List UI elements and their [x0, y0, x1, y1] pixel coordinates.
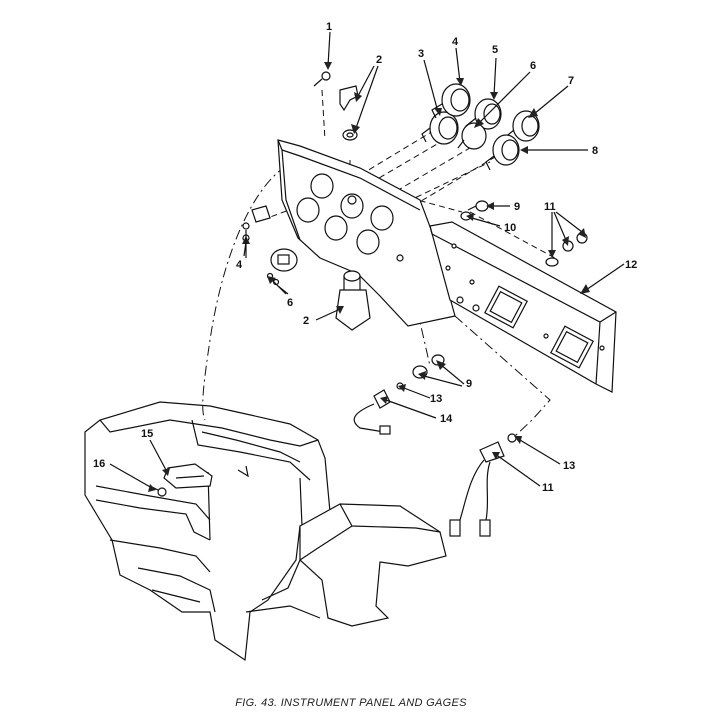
screw-1-icon — [313, 71, 331, 87]
overlay-plate-12 — [429, 221, 617, 393]
callout-12: 12 — [625, 259, 637, 271]
gauge-6-icon — [457, 122, 487, 150]
hardware-parts — [242, 71, 588, 537]
figure-caption: FIG. 43. INSTRUMENT PANEL AND GAGES — [235, 697, 467, 709]
gauge-group — [421, 83, 540, 171]
callout-7: 7 — [568, 75, 574, 87]
callout-1: 1 — [326, 21, 332, 33]
nut-2-icon — [342, 129, 358, 141]
callout-9-lower: 9 — [466, 378, 472, 390]
lamp-9-icon — [467, 200, 489, 212]
callout-14: 14 — [440, 413, 453, 425]
callout-4: 4 — [452, 36, 459, 48]
gauge-4-icon — [431, 83, 471, 119]
callout-15: 15 — [141, 428, 153, 440]
callout-labels: 1 2 3 4 5 6 7 8 9 10 11 12 4 6 2 9 13 14… — [93, 21, 637, 494]
vehicle-body-outline — [84, 401, 447, 662]
callout-13-lower: 13 — [563, 460, 575, 472]
callout-11: 11 — [544, 201, 556, 213]
callout-leaders — [109, 31, 625, 492]
instrument-panel — [277, 139, 456, 327]
callout-11-lower: 11 — [542, 482, 554, 494]
key-2-icon — [339, 85, 359, 112]
callout-10: 10 — [504, 222, 516, 234]
wire-harness-11-icon — [449, 433, 517, 537]
callout-9: 9 — [514, 201, 520, 213]
callout-16: 16 — [93, 458, 105, 470]
callout-6: 6 — [530, 60, 536, 72]
gage-plate-6-icon — [266, 248, 298, 286]
gauge-8-icon — [485, 134, 520, 171]
callout-5: 5 — [492, 44, 498, 56]
callout-2: 2 — [376, 54, 382, 66]
callout-3: 3 — [418, 48, 424, 60]
gauge-3-icon — [421, 111, 459, 145]
callout-2-lower: 2 — [303, 315, 309, 327]
bracket-4-icon — [242, 205, 271, 242]
callout-8: 8 — [592, 145, 598, 157]
callout-4-lower: 4 — [236, 259, 243, 271]
switch-2-icon — [335, 270, 371, 331]
wire-harness-14-icon — [353, 382, 404, 435]
callout-6-lower: 6 — [287, 297, 293, 309]
callout-13: 13 — [430, 393, 442, 405]
